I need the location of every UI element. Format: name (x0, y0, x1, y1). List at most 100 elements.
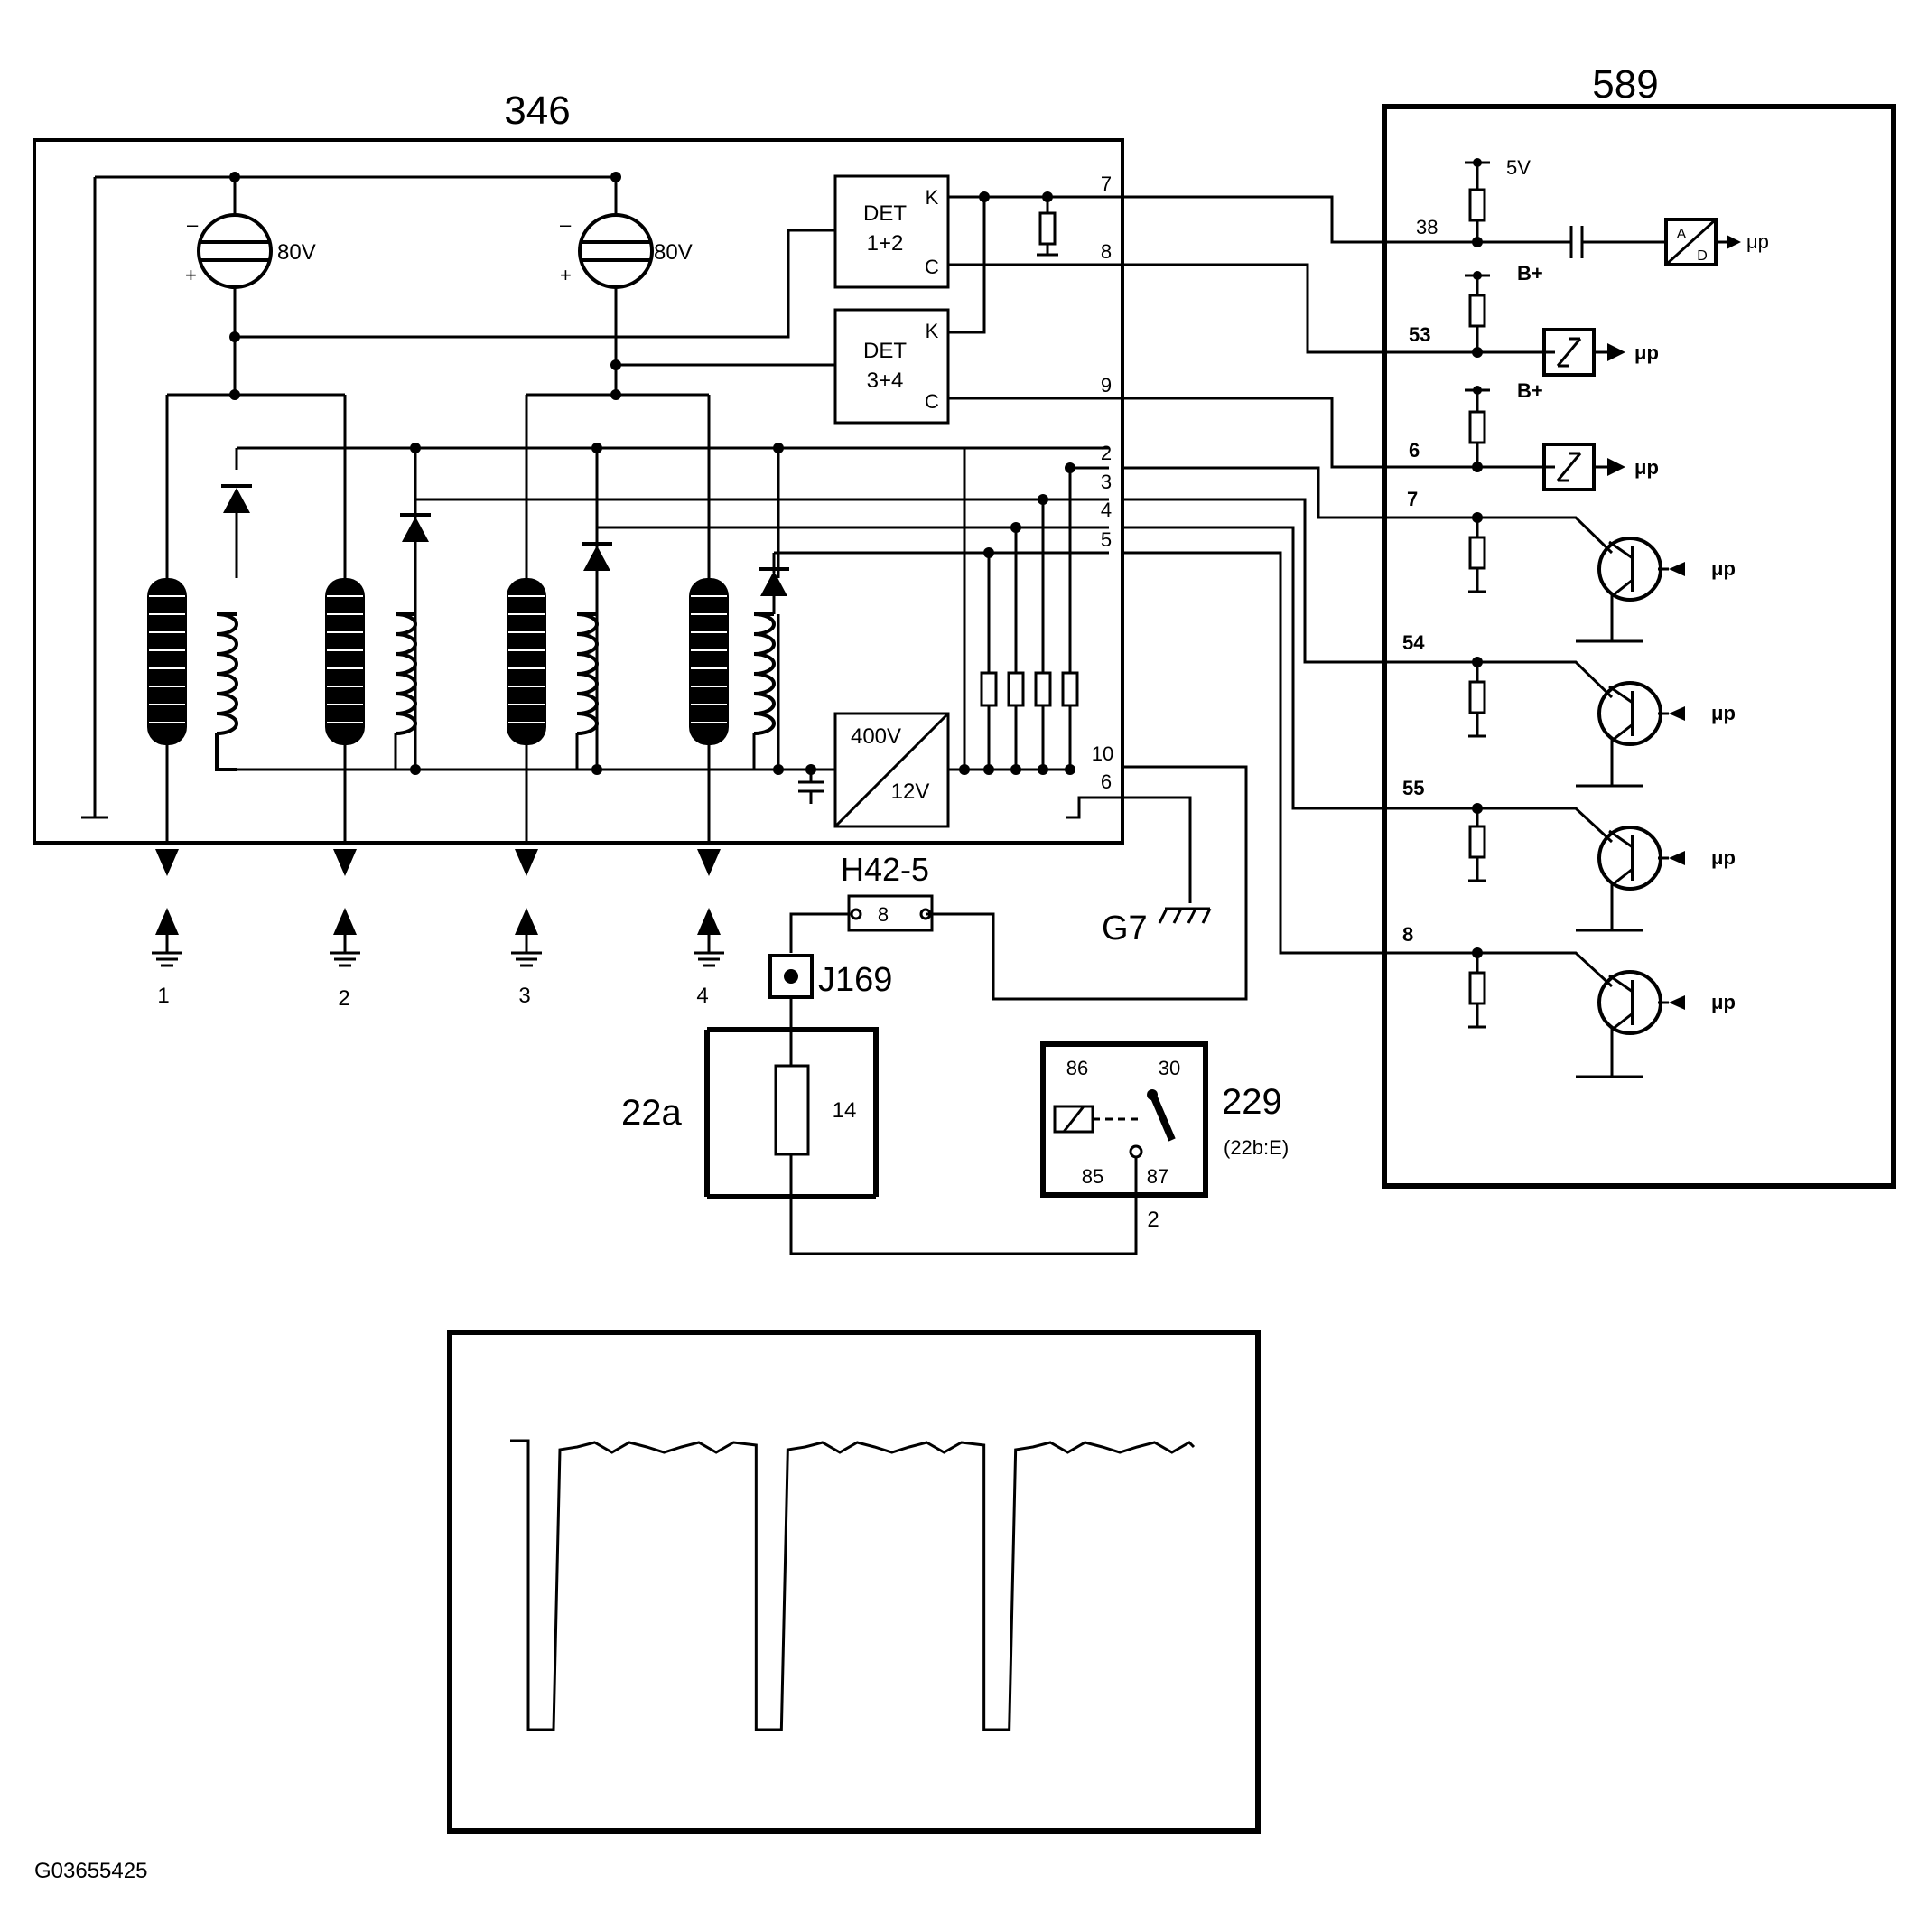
module-589-label: 589 (1592, 62, 1658, 107)
svg-text:H42-5: H42-5 (841, 851, 929, 888)
svg-text:5V: 5V (1506, 156, 1531, 179)
ignition-coil-secondary-4 (753, 612, 776, 735)
supply-right-label: 80V (654, 240, 693, 265)
module-589: 589 38 5V A D μp 53 B+ (1382, 62, 1896, 1189)
driver-transistor-55: 55 μp (1402, 777, 1736, 932)
svg-text:D: D (1697, 248, 1708, 264)
pin-346-7: 7 (1101, 173, 1112, 195)
figure-id: G03655425 (34, 1859, 147, 1883)
module-346: 346 – + 80V – + 80V (33, 89, 1248, 1011)
diode-3 (582, 542, 612, 578)
ignition-coil-primary-2 (325, 578, 365, 845)
ground-g7: G7 (1102, 910, 1148, 947)
svg-text:85: 85 (1082, 1165, 1103, 1188)
svg-text:1+2: 1+2 (867, 231, 904, 256)
svg-text:μp: μp (1711, 557, 1736, 580)
diode-4 (759, 567, 789, 614)
svg-text:400V: 400V (851, 724, 901, 749)
ignition-coil-secondary-3 (576, 612, 599, 735)
svg-text:(22b:E): (22b:E) (1224, 1136, 1289, 1159)
svg-text:53: 53 (1409, 323, 1430, 346)
diode-2 (400, 513, 431, 578)
svg-text:μp: μp (1711, 702, 1736, 724)
svg-text:–: – (560, 213, 572, 236)
svg-text:8: 8 (878, 903, 889, 926)
spark-plug-3: 3 (511, 849, 542, 1008)
svg-text:55: 55 (1402, 777, 1424, 799)
module-346-label: 346 (504, 89, 570, 133)
spark-plug-2: 2 (330, 849, 360, 1011)
svg-text:+: + (185, 264, 197, 286)
svg-text:14: 14 (833, 1098, 857, 1123)
svg-text:K: K (926, 320, 939, 342)
svg-text:+: + (560, 264, 572, 286)
svg-text:μp: μp (1746, 230, 1769, 253)
pin-346-8: 8 (1101, 240, 1112, 263)
pin-346-3: 3 (1101, 471, 1112, 493)
pin-346-9: 9 (1101, 374, 1112, 397)
driver-transistor-7: 7 μp (1407, 488, 1736, 643)
svg-text:K: K (926, 186, 939, 209)
svg-text:38: 38 (1416, 216, 1438, 238)
harness: G7 (1102, 195, 1555, 955)
supply-80v-right: – + 80V (560, 177, 693, 395)
svg-text:μp: μp (1634, 456, 1659, 479)
pin-346-4: 4 (1101, 499, 1112, 521)
relay-229: 86 30 85 87 229 (22b:E) 2 (1040, 1041, 1289, 1232)
ignition-coil-primary-1 (147, 578, 187, 845)
ignition-signal-trace (510, 1439, 1196, 1731)
comparator-6: μp (1477, 443, 1659, 491)
svg-text:J169: J169 (818, 961, 892, 999)
pin-346-10: 10 (1092, 742, 1113, 765)
svg-text:229: 229 (1222, 1082, 1282, 1122)
svg-text:μp: μp (1711, 846, 1736, 869)
svg-text:C: C (925, 256, 939, 278)
svg-text:μp: μp (1711, 991, 1736, 1013)
svg-text:54: 54 (1402, 631, 1425, 654)
det-1-2: DET 1+2 K C (833, 174, 950, 289)
oscilloscope-trace-panel (447, 1330, 1261, 1834)
svg-text:3+4: 3+4 (867, 369, 904, 393)
det-3-4: DET 3+4 K C (833, 308, 950, 425)
diode-1 (221, 484, 252, 578)
pin-346-2: 2 (1101, 442, 1112, 464)
comparator-53: μp (1477, 328, 1659, 377)
driver-transistor-8: 8 μp (1402, 923, 1736, 1078)
svg-text:B+: B+ (1517, 379, 1543, 402)
svg-text:30: 30 (1159, 1057, 1180, 1079)
svg-text:22a: 22a (621, 1093, 682, 1133)
svg-text:A: A (1677, 227, 1687, 242)
supply-left-label: 80V (277, 240, 316, 265)
svg-text:12V: 12V (891, 779, 930, 804)
svg-text:2: 2 (338, 986, 349, 1011)
svg-text:6: 6 (1409, 439, 1420, 462)
ad-converter: A D μp (1664, 218, 1769, 266)
spark-plug-1: 1 (152, 849, 182, 1008)
svg-text:7: 7 (1407, 488, 1418, 510)
svg-text:2: 2 (1147, 1208, 1159, 1232)
svg-text:4: 4 (696, 984, 708, 1008)
svg-text:86: 86 (1066, 1057, 1088, 1079)
svg-text:87: 87 (1147, 1165, 1168, 1188)
svg-text:8: 8 (1402, 923, 1413, 946)
ignition-coil-primary-4 (689, 578, 729, 845)
svg-text:C: C (925, 390, 939, 413)
ignition-coil-primary-3 (507, 578, 546, 845)
svg-text:DET: DET (863, 201, 907, 226)
connector-h42-5: H42-5 8 (789, 851, 934, 953)
supply-80v-left: – + 80V (185, 177, 316, 395)
driver-transistor-54: 54 μp (1402, 631, 1736, 788)
ignition-coil-secondary-2 (395, 612, 417, 735)
fuse-box-22a: 14 22a (621, 1027, 1138, 1255)
svg-text:1: 1 (157, 984, 169, 1008)
svg-text:–: – (187, 213, 199, 236)
pin-346-6: 6 (1101, 770, 1112, 793)
svg-text:μp: μp (1634, 341, 1659, 364)
svg-text:3: 3 (518, 984, 530, 1008)
spark-plug-4: 4 (694, 849, 724, 1008)
svg-text:B+: B+ (1517, 262, 1543, 285)
svg-text:DET: DET (863, 339, 907, 363)
pin-346-5: 5 (1101, 528, 1112, 551)
ignition-coil-secondary-1 (215, 612, 238, 771)
